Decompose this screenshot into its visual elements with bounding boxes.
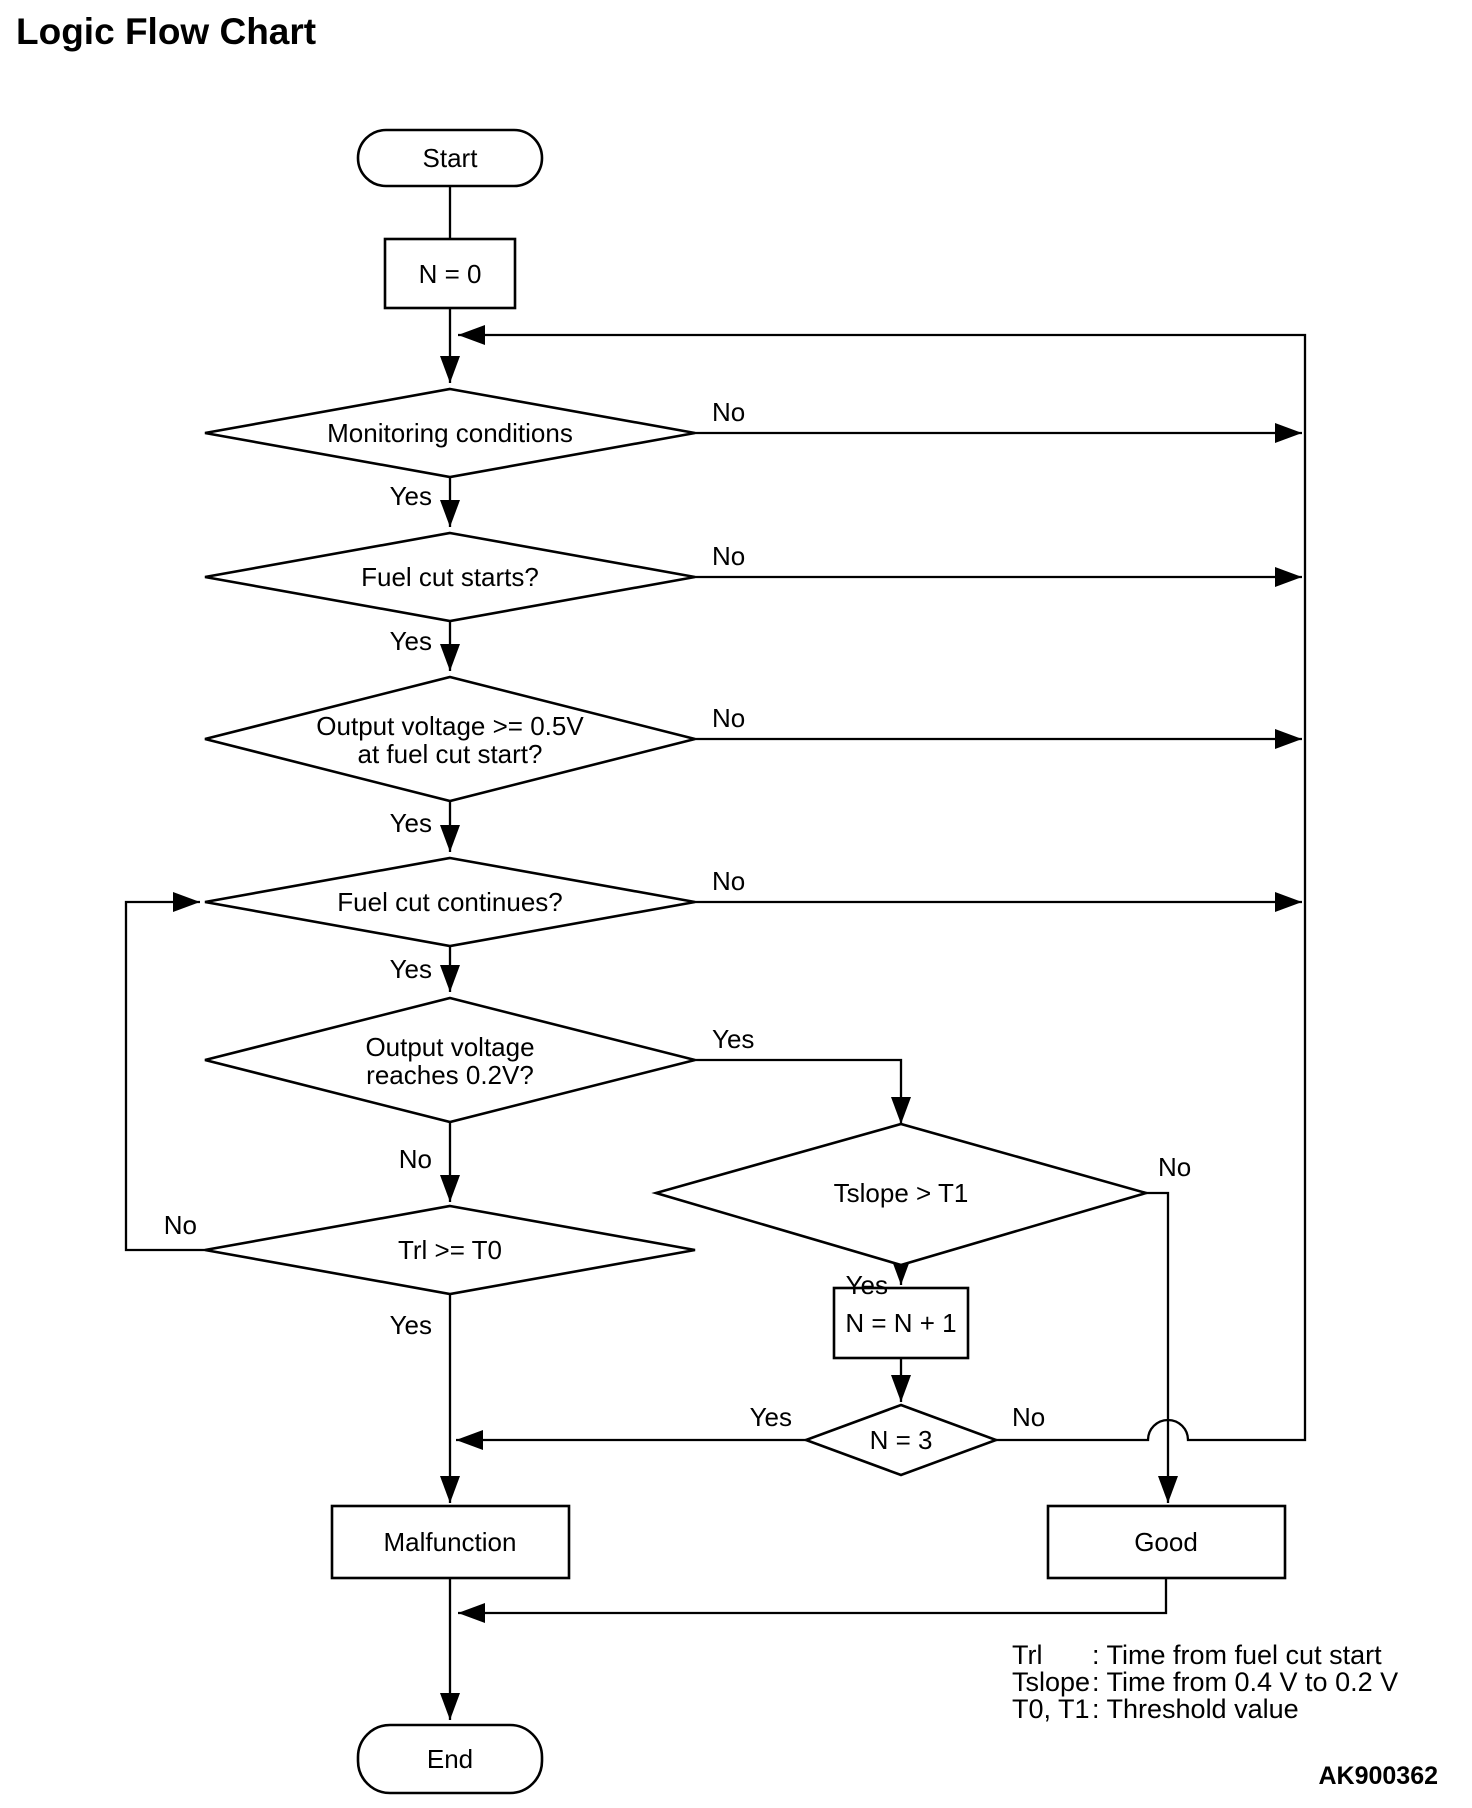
trl-diamond-shape: [204, 1204, 696, 1296]
edge-label-monitoring-no: No: [712, 397, 745, 427]
decision-fuel-cut-continues: Fuel cut continues?: [204, 856, 696, 948]
edge-labels: No Yes No Yes No Yes No Yes Yes No No Ye…: [164, 397, 1192, 1432]
edge-trl-no-loop: [124, 892, 205, 1252]
edge-label-output-02-yes: Yes: [712, 1024, 754, 1054]
monitoring-label: Monitoring conditions: [327, 418, 573, 448]
n3-label: N = 3: [870, 1425, 933, 1455]
output-05-diamond-shape: [204, 675, 696, 803]
node-good: Good: [1046, 1504, 1287, 1580]
increment-process-shape: [832, 1286, 970, 1360]
fuel-cut-starts-label: Fuel cut starts?: [361, 562, 539, 592]
start-terminator-shape: [356, 128, 544, 188]
node-init-n0: N = 0: [383, 237, 517, 310]
edge-label-output-05-no: No: [712, 703, 745, 733]
edge-tslope-no: [1146, 1191, 1178, 1503]
edge-label-output-05-yes: Yes: [390, 808, 432, 838]
legend-desc-trl: : Time from fuel cut start: [1092, 1640, 1382, 1670]
decision-output-voltage-05: Output voltage >= 0.5V at fuel cut start…: [204, 675, 696, 803]
legend-desc-t0-t1: : Threshold value: [1092, 1694, 1299, 1724]
init-process-shape: [383, 237, 517, 310]
node-malfunction: Malfunction: [330, 1504, 571, 1580]
decision-n-equals-3: N = 3: [802, 1403, 1000, 1477]
legend-term-trl: Trl: [1012, 1640, 1042, 1670]
edge-label-n3-no: No: [1012, 1402, 1045, 1432]
start-label: Start: [423, 143, 479, 173]
edge-right-rail-return: [458, 325, 1307, 1442]
edge-label-tslope-yes: Yes: [846, 1270, 888, 1300]
edge-good-to-end: [458, 1578, 1168, 1623]
output-02-diamond-shape: [204, 996, 696, 1124]
init-label: N = 0: [419, 259, 482, 289]
good-label: Good: [1134, 1527, 1198, 1557]
decision-output-voltage-02: Output voltage reaches 0.2V?: [204, 996, 696, 1124]
edge-label-monitoring-yes: Yes: [390, 481, 432, 511]
edge-output-02-yes: [695, 1058, 911, 1124]
legend-term-t0-t1: T0, T1: [1012, 1694, 1090, 1724]
increment-label: N = N + 1: [845, 1308, 956, 1338]
node-end: End: [356, 1723, 544, 1795]
connectors: [124, 186, 1307, 1720]
legend-term-tslope: Tslope: [1012, 1667, 1090, 1697]
legend-desc-tslope: : Time from 0.4 V to 0.2 V: [1092, 1667, 1398, 1697]
edge-label-n3-yes: Yes: [750, 1402, 792, 1432]
decision-trl: Trl >= T0: [204, 1204, 696, 1296]
decision-monitoring-conditions: Monitoring conditions: [204, 387, 696, 479]
output-05-label-line2: at fuel cut start?: [358, 739, 543, 769]
legend: Trl : Time from fuel cut start Tslope : …: [1012, 1640, 1398, 1724]
edge-label-output-02-no: No: [399, 1144, 432, 1174]
fuel-cut-continues-label: Fuel cut continues?: [337, 887, 562, 917]
edge-label-tslope-no: No: [1158, 1152, 1191, 1182]
tslope-diamond-shape: [651, 1122, 1151, 1267]
good-shape: [1046, 1504, 1287, 1580]
end-terminator-shape: [356, 1723, 544, 1795]
page-title: Logic Flow Chart: [16, 11, 316, 52]
monitoring-diamond-shape: [204, 387, 696, 479]
tslope-label: Tslope > T1: [834, 1178, 969, 1208]
output-02-label-line1: Output voltage: [365, 1032, 534, 1062]
node-increment: N = N + 1: [832, 1286, 970, 1360]
output-02-label-line2: reaches 0.2V?: [366, 1060, 534, 1090]
n3-diamond-shape: [802, 1403, 1000, 1477]
malfunction-label: Malfunction: [384, 1527, 517, 1557]
end-label: End: [427, 1744, 473, 1774]
decision-fuel-cut-starts: Fuel cut starts?: [204, 531, 696, 623]
edge-label-fuel-cut-continues-no: No: [712, 866, 745, 896]
edge-label-fuel-cut-starts-no: No: [712, 541, 745, 571]
decision-tslope: Tslope > T1: [651, 1122, 1151, 1267]
edge-label-fuel-cut-continues-yes: Yes: [390, 954, 432, 984]
fuel-cut-starts-diamond-shape: [204, 531, 696, 623]
malfunction-shape: [330, 1504, 571, 1580]
edge-label-trl-no: No: [164, 1210, 197, 1240]
fuel-cut-continues-diamond-shape: [204, 856, 696, 948]
node-start: Start: [356, 128, 544, 188]
edge-label-trl-yes: Yes: [390, 1310, 432, 1340]
trl-label: Trl >= T0: [398, 1235, 502, 1265]
edge-label-fuel-cut-starts-yes: Yes: [390, 626, 432, 656]
figure-code: AK900362: [1318, 1762, 1438, 1790]
output-05-label-line1: Output voltage >= 0.5V: [316, 711, 584, 741]
